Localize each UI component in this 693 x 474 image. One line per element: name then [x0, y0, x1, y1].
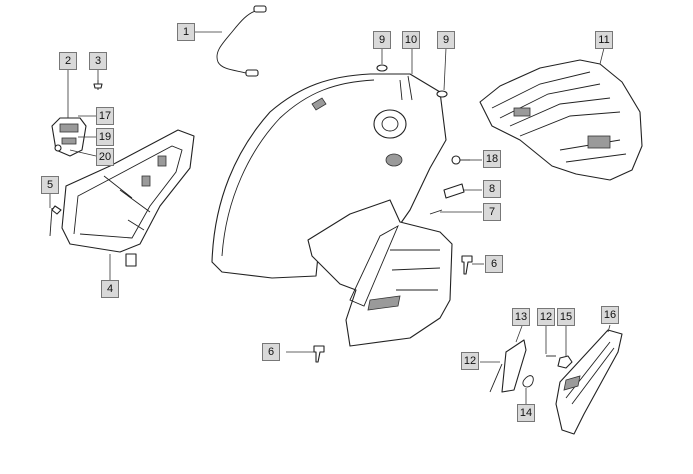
leader-lines	[49, 31, 611, 404]
callout-1: 1	[177, 23, 195, 41]
callout-3: 3	[89, 52, 107, 70]
callout-12b: 12	[461, 352, 479, 370]
part-hinge-set	[489, 339, 573, 393]
part-screws-6	[313, 255, 473, 363]
part-small-screws	[49, 80, 103, 237]
callout-8: 8	[483, 180, 501, 198]
callout-6a: 6	[485, 255, 503, 273]
callout-20: 20	[96, 148, 114, 166]
callout-9b: 9	[437, 31, 455, 49]
callout-18: 18	[483, 150, 501, 168]
part-side-rail	[555, 329, 623, 435]
callout-2: 2	[59, 52, 77, 70]
callout-7: 7	[483, 203, 501, 221]
part-latch-assembly	[51, 117, 87, 157]
callout-17: 17	[96, 107, 114, 125]
callout-9a: 9	[373, 31, 391, 49]
part-bracket-frame	[61, 129, 195, 267]
callout-14: 14	[517, 404, 535, 422]
part-inner-panel	[307, 199, 453, 347]
part-cable	[216, 5, 267, 77]
callout-4: 4	[101, 280, 119, 298]
callout-10: 10	[402, 31, 420, 49]
callout-15: 15	[557, 308, 575, 326]
part-fasteners-center	[376, 64, 470, 215]
callout-12a: 12	[537, 308, 555, 326]
part-rear-cover	[479, 59, 643, 181]
callout-19: 19	[96, 128, 114, 146]
callout-11: 11	[595, 31, 613, 49]
callout-6b: 6	[262, 343, 280, 361]
callout-5: 5	[41, 176, 59, 194]
callout-13: 13	[512, 308, 530, 326]
callout-16: 16	[601, 306, 619, 324]
